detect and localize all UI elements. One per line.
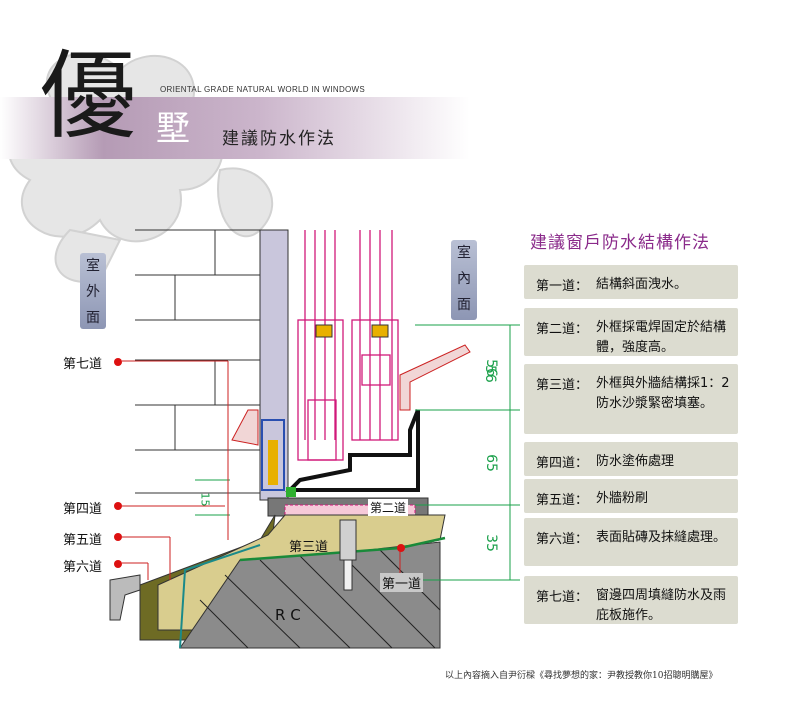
source-footnote: 以上內容摘入自尹衍樑《尋找夢想的家：尹教授教你10招聰明購屋》 bbox=[445, 671, 718, 681]
stage-first: 第一道 bbox=[380, 573, 424, 592]
step-text: 外牆粉刷 bbox=[596, 491, 649, 506]
panel-title: 建議窗戶防水結構作法 bbox=[530, 233, 710, 253]
step-text: 外框採電焊固定於結構體，強度高。 bbox=[596, 320, 727, 355]
step-label: 第七道： bbox=[536, 590, 589, 605]
marker-dot bbox=[397, 544, 405, 552]
marker-dot bbox=[114, 533, 122, 541]
header-band bbox=[0, 97, 470, 159]
step-text: 外框與外牆結構採1：2防水沙漿緊密填塞。 bbox=[596, 376, 730, 411]
stage-fifth: 第五道 bbox=[63, 533, 103, 548]
dimension-label: 35 bbox=[482, 534, 499, 552]
outside-label: 室 外 面 bbox=[80, 253, 106, 329]
window-frame bbox=[297, 230, 399, 461]
stage-fourth: 第四道 bbox=[63, 502, 103, 517]
step-fifth: 第五道： 外牆粉刷 bbox=[524, 479, 738, 513]
step-label: 第三道： bbox=[536, 378, 589, 393]
dimension-label: 15 bbox=[198, 492, 212, 507]
step-fourth: 第四道： 防水塗佈處理 bbox=[524, 442, 738, 476]
marker-dot bbox=[114, 502, 122, 510]
rc-label: R C bbox=[275, 606, 301, 624]
step-first: 第一道： 結構斜面洩水。 bbox=[524, 265, 738, 299]
step-label: 第一道： bbox=[536, 279, 589, 294]
stage-third: 第三道 bbox=[289, 540, 329, 555]
brand-logo-char: 優 bbox=[40, 40, 136, 152]
step-label: 第二道： bbox=[536, 322, 589, 337]
brand-tagline: ORIENTAL GRADE NATURAL WORLD IN WINDOWS bbox=[160, 85, 366, 94]
window-section-diagram: 56 bbox=[109, 229, 520, 649]
step-label: 第四道： bbox=[536, 456, 589, 471]
dimension-label: 56 bbox=[482, 359, 499, 377]
step-third: 第三道： 外框與外牆結構採1：2防水沙漿緊密填塞。 bbox=[524, 364, 738, 434]
step-second: 第二道： 外框採電焊固定於結構體，強度高。 bbox=[524, 308, 738, 356]
step-text: 結構斜面洩水。 bbox=[596, 277, 688, 292]
step-label: 第五道： bbox=[536, 493, 589, 508]
stage-seventh: 第七道 bbox=[63, 357, 103, 372]
marker-dot bbox=[114, 560, 122, 568]
brand-logo-char-small: 墅 bbox=[156, 109, 190, 149]
step-seventh: 第七道： 窗邊四周填縫防水及雨庇板施作。 bbox=[524, 576, 738, 624]
step-sixth: 第六道： 表面貼磚及抹縫處理。 bbox=[524, 518, 738, 566]
step-label: 第六道： bbox=[536, 532, 589, 547]
stage-second: 第二道 bbox=[368, 499, 409, 516]
step-text: 表面貼磚及抹縫處理。 bbox=[596, 530, 727, 545]
step-text: 窗邊四周填縫防水及雨庇板施作。 bbox=[596, 588, 727, 623]
page-title: 建議防水作法 bbox=[222, 129, 336, 149]
stage-sixth: 第六道 bbox=[63, 560, 103, 575]
dimension-56: 56 bbox=[482, 365, 498, 383]
dimension-label: 65 bbox=[482, 454, 499, 472]
brick-lines bbox=[135, 229, 260, 494]
marker-dot bbox=[114, 358, 122, 366]
inside-label: 室 內 面 bbox=[451, 240, 477, 320]
step-text: 防水塗佈處理 bbox=[596, 454, 675, 469]
